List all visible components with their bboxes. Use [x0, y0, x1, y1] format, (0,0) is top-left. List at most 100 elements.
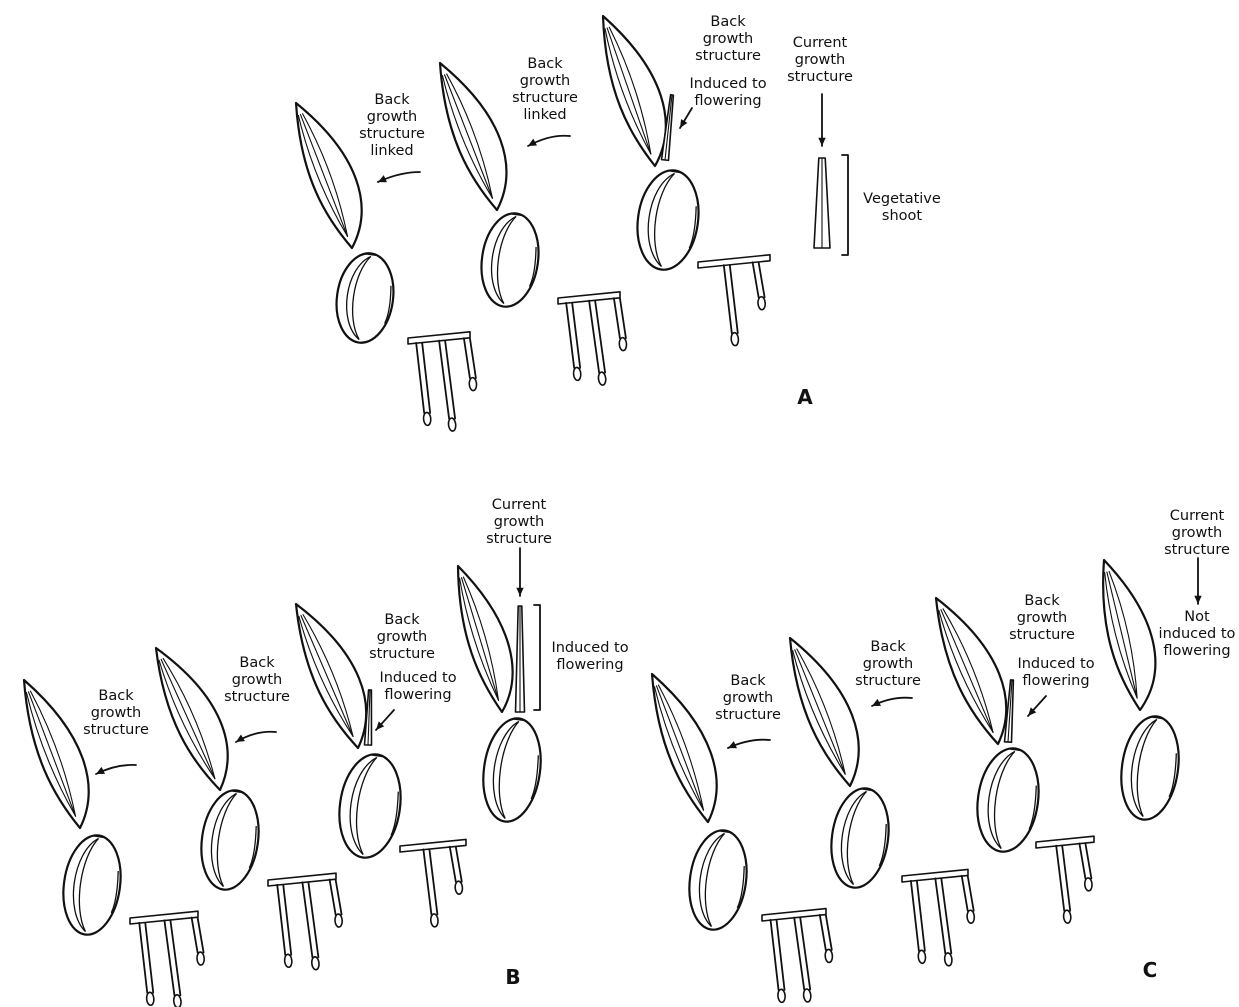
label-c-back-1-line: growth — [723, 690, 773, 706]
label-b-induced-small-line: Induced to — [379, 670, 456, 686]
label-b-back-3-line: growth — [377, 629, 427, 645]
label-c-back-2-line: growth — [863, 656, 913, 672]
label-b-back-1-line: structure — [83, 722, 149, 738]
pseudobulb-a2 — [476, 210, 545, 311]
label-b-back-1-line: growth — [91, 705, 141, 721]
label-c-back-3-line: Back — [1024, 593, 1060, 609]
label-c-back-2-line: Back — [870, 639, 906, 655]
pseudobulb-c4 — [1115, 713, 1185, 824]
pseudobulb-b1 — [57, 832, 126, 939]
label-b-induced-bracket-line: flowering — [556, 657, 623, 673]
arrow-c2 — [872, 698, 912, 706]
label-a-back-top-line: structure — [695, 48, 761, 64]
arrow-a1 — [378, 172, 420, 182]
arrow-b-current — [516, 548, 523, 596]
bracket-b — [534, 605, 540, 710]
rhizome-c3 — [1036, 836, 1094, 923]
label-c-not-induced: Notinduced toflowering — [1159, 609, 1236, 659]
leaf-a1 — [296, 103, 362, 248]
rhizome-a2 — [558, 292, 627, 386]
label-a-vegetative-line: Vegetative — [863, 191, 941, 207]
leaf-b4 — [458, 566, 513, 712]
label-c-back-1-line: structure — [715, 707, 781, 723]
label-c-not-induced-line: Not — [1184, 609, 1210, 625]
arrow-a-induced — [680, 108, 692, 128]
leaf-b1 — [24, 680, 89, 828]
leaf-c1 — [652, 674, 717, 822]
rhizome-a3 — [698, 255, 770, 346]
rhizome-c2 — [902, 869, 975, 966]
panel-letter-a: A — [797, 385, 813, 409]
label-b-back-3-line: Back — [384, 612, 420, 628]
label-a-current-line: Current — [793, 35, 848, 51]
label-a-current-line: growth — [795, 52, 845, 68]
label-c-back-2-line: structure — [855, 673, 921, 689]
rhizome-b1 — [130, 911, 205, 1007]
label-c-back-3-line: structure — [1009, 627, 1075, 643]
plant-drawings — [24, 16, 1202, 1007]
label-a-back-linked-1-line: structure — [359, 126, 425, 142]
label-a-back-linked-1-line: growth — [367, 109, 417, 125]
label-a-induced-line: Induced to — [689, 76, 766, 92]
label-a-back-linked-2-line: growth — [520, 73, 570, 89]
inflorescence-b4 — [516, 606, 525, 712]
label-c-current: Currentgrowthstructure — [1164, 508, 1230, 558]
label-b-current-line: growth — [494, 514, 544, 530]
arrow-c-current — [1194, 558, 1201, 604]
rhizome-a1 — [408, 332, 477, 432]
arrow-a-current — [818, 94, 825, 146]
label-a-back-linked-2-line: structure — [512, 90, 578, 106]
label-b-back-3-line: structure — [369, 646, 435, 662]
rhizome-c1 — [762, 909, 833, 1003]
pseudobulb-c1 — [683, 827, 752, 934]
label-b-current-line: Current — [492, 497, 547, 513]
label-c-not-induced-line: flowering — [1163, 643, 1230, 659]
label-a-back-top-line: Back — [710, 14, 746, 30]
label-b-back-2-line: Back — [239, 655, 275, 671]
pseudobulb-a3 — [631, 166, 704, 273]
label-b-back-2-line: growth — [232, 672, 282, 688]
label-b-back-1: Backgrowthstructure — [83, 688, 149, 738]
label-a-current-line: structure — [787, 69, 853, 85]
pseudobulb-b3 — [333, 750, 407, 861]
label-c-induced: Induced toflowering — [1017, 656, 1094, 689]
rhizome-b3 — [400, 839, 466, 927]
panel-letter-b: B — [505, 965, 520, 989]
label-a-induced-line: flowering — [694, 93, 761, 109]
pseudobulb-c3 — [971, 744, 1045, 855]
label-a-back-linked-1-line: linked — [370, 143, 413, 159]
leaf-b2 — [156, 648, 228, 790]
label-a-back-linked-2-line: Back — [527, 56, 563, 72]
label-a-back-linked-2: Backgrowthstructurelinked — [512, 56, 578, 123]
arrow-c-induced — [1028, 696, 1046, 716]
rhizome-b2 — [268, 873, 343, 970]
pseudobulb-b2 — [195, 787, 264, 894]
label-b-current-line: structure — [486, 531, 552, 547]
label-b-induced-bracket: Induced toflowering — [551, 640, 628, 673]
label-b-induced-small-line: flowering — [384, 687, 451, 703]
label-b-back-2-line: structure — [224, 689, 290, 705]
label-c-induced-line: flowering — [1022, 673, 1089, 689]
pseudobulb-a1 — [331, 250, 399, 347]
arrow-a2 — [528, 136, 570, 146]
leaf-b3 — [296, 604, 366, 748]
label-c-current-line: structure — [1164, 542, 1230, 558]
arrow-b2 — [236, 732, 276, 742]
leaf-a3 — [603, 16, 666, 166]
bracket-a — [842, 155, 848, 255]
leaf-c3 — [936, 598, 1006, 744]
leaf-c2 — [790, 638, 859, 786]
pseudobulb-c2 — [825, 785, 894, 892]
label-a-back-linked-1-line: Back — [374, 92, 410, 108]
